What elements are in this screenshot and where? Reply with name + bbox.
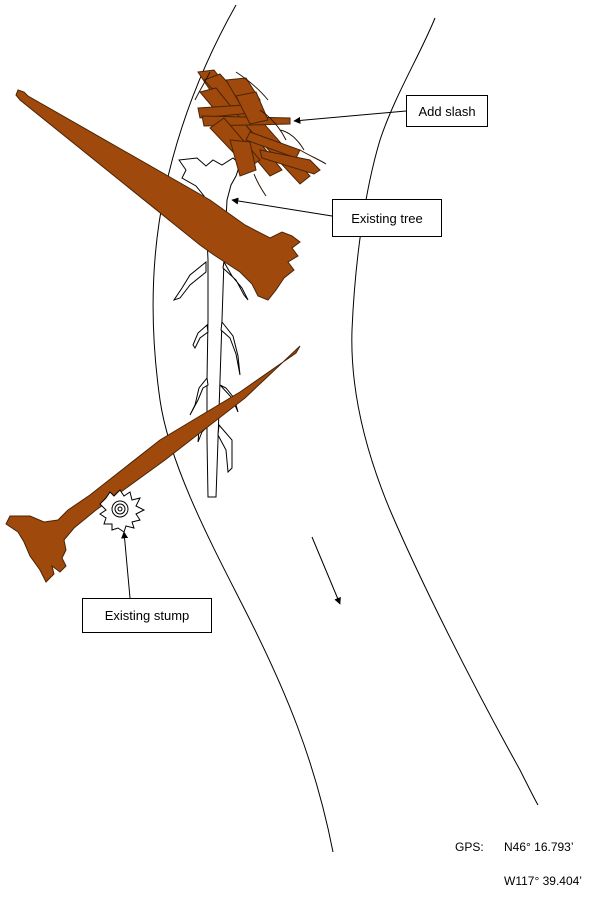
existing-tree-arrow bbox=[232, 200, 332, 216]
gps-prefix: GPS: bbox=[455, 840, 484, 854]
existing-tree-label: Existing tree bbox=[332, 199, 442, 237]
existing-stump-icon bbox=[100, 490, 144, 532]
gps-west: W117° 39.404’ bbox=[504, 874, 582, 888]
add-slash-label: Add slash bbox=[406, 95, 488, 127]
log-lower-left bbox=[6, 346, 300, 582]
right-stream-bank bbox=[352, 18, 538, 805]
existing-stump-label: Existing stump bbox=[82, 598, 212, 633]
flow-direction-arrow bbox=[312, 537, 340, 604]
existing-stump-arrow bbox=[124, 532, 130, 598]
gps-north: N46° 16.793’ bbox=[504, 840, 574, 854]
